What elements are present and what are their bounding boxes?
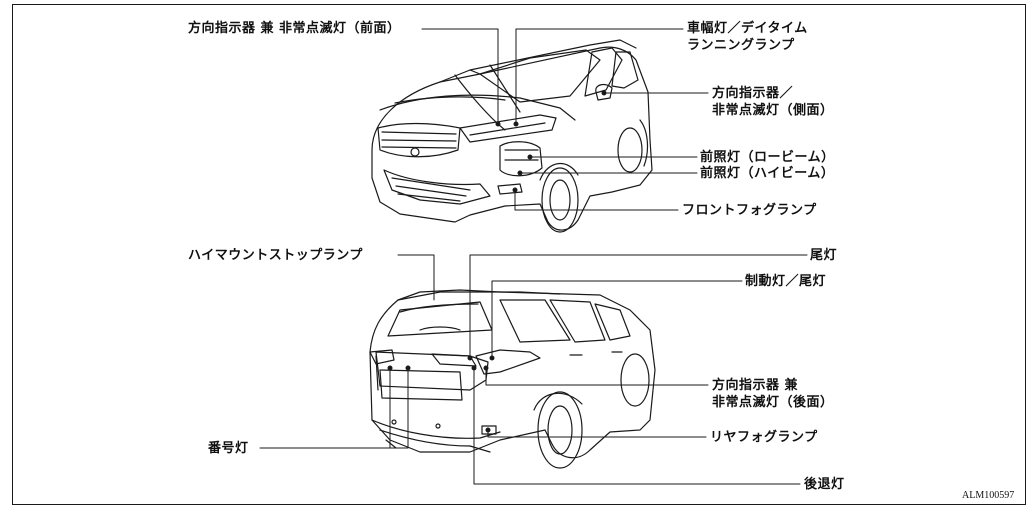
front-leader-lines — [421, 28, 709, 211]
label-tail: 尾灯 — [810, 248, 838, 263]
label-high-mount-stop: ハイマウントストップランプ — [188, 248, 363, 263]
label-headlight-high: 前照灯（ハイビーム） — [700, 166, 835, 181]
label-turn-signal-front: 方向指示器 兼 非常点滅灯（前面） — [188, 21, 401, 36]
label-headlight-low: 前照灯（ロービーム） — [700, 150, 835, 165]
label-turn-signal-side: 方向指示器／ 非常点滅灯（側面） — [712, 86, 834, 118]
label-position-drl: 車幅灯／デイタイム ランニングランプ — [687, 21, 808, 53]
label-stop-tail: 制動灯／尾灯 — [745, 274, 827, 289]
label-rear-fog: リヤフォグランプ — [710, 430, 818, 445]
label-front-fog: フロントフォグランプ — [682, 203, 817, 218]
label-reverse: 後退灯 — [804, 477, 845, 492]
rear-vehicle-illustration — [369, 289, 656, 469]
front-vehicle-illustration — [371, 39, 653, 233]
label-turn-signal-rear: 方向指示器 兼 非常点滅灯（後面） — [712, 378, 834, 410]
label-license-plate: 番号灯 — [208, 441, 249, 456]
figure-frame — [12, 4, 1026, 505]
figure-code: ALM100597 — [962, 490, 1015, 501]
rear-leader-lines — [259, 254, 808, 485]
